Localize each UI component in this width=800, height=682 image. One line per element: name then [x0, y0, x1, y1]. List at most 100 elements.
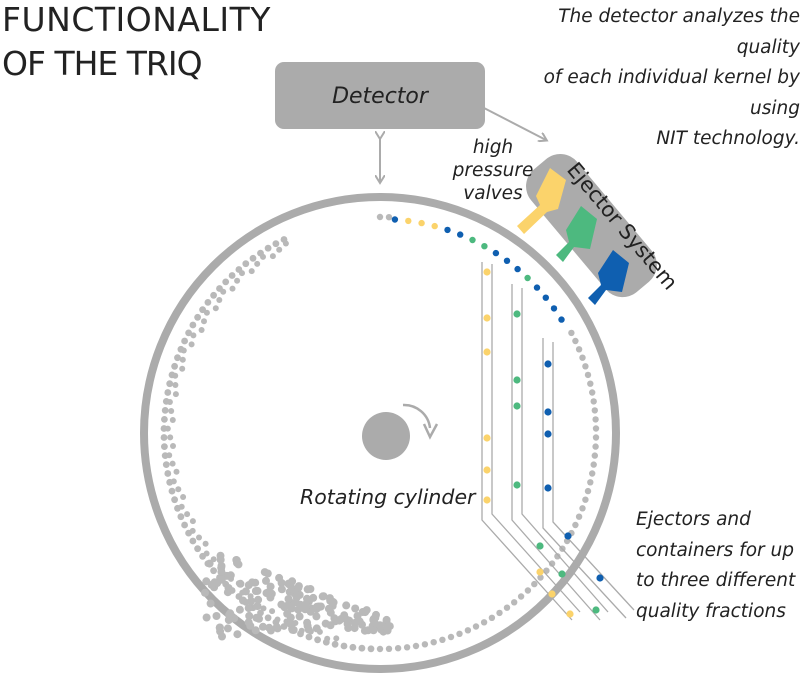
kernel-dot [167, 434, 174, 441]
kernel-dot [480, 619, 488, 626]
kernel-dot [321, 619, 330, 628]
kernel-dot [294, 583, 303, 592]
kernel-dot [369, 626, 378, 635]
kernel-dot [376, 213, 384, 221]
kernel-dot [264, 244, 272, 252]
kernel-dot [203, 309, 210, 316]
kernel-dot [252, 613, 261, 622]
kernel-dot [222, 278, 230, 286]
kernel-dot [513, 376, 521, 384]
kernel-dot [202, 613, 211, 622]
kernel-dot [254, 595, 263, 604]
kernel-dot [575, 513, 583, 520]
cylinder-outer-wall [140, 193, 620, 673]
kernel-dot [572, 521, 579, 529]
kernel-dot [298, 627, 305, 634]
kernel-dot [496, 609, 503, 617]
kernel-dot [483, 314, 491, 322]
kernel-dot [544, 360, 552, 368]
kernel-ring [160, 213, 600, 653]
kernel-dot [179, 365, 186, 372]
ejector-channels [481, 262, 635, 621]
kernel-dot [385, 214, 393, 221]
cylinder-axle [362, 412, 410, 460]
kernel-dot [251, 626, 260, 635]
kernel-dot [464, 627, 472, 634]
kernel-dot [367, 645, 375, 653]
kernel-dot [383, 626, 392, 635]
detector-note-line: of each individual kernel by using [543, 67, 800, 119]
kernel-dot [166, 452, 173, 459]
kernel-dot [376, 645, 384, 653]
kernel-dot [544, 408, 552, 416]
kernel-dot [312, 624, 321, 633]
kernel-dot [331, 640, 339, 648]
kernel-dot [305, 633, 313, 641]
kernel-dot [232, 556, 241, 565]
kernel-dot [582, 496, 589, 503]
kernel-dot [385, 645, 393, 652]
kernel-dot [483, 268, 491, 276]
kernel-dot [217, 562, 226, 570]
kernel-dot [596, 574, 604, 582]
kernel-dot [351, 604, 360, 613]
kernel-dot [340, 611, 349, 620]
cylinder-label: Rotating cylinder [300, 485, 476, 509]
kernel-dot [189, 518, 196, 525]
kernel-dot [194, 313, 202, 321]
kernel-dot [185, 329, 193, 337]
kernel-dot [324, 635, 331, 642]
kernel-dot [289, 626, 298, 634]
kernel-dot [228, 272, 236, 279]
kernel-dot [303, 585, 312, 594]
kernel-dot [584, 487, 592, 495]
kernel-dot [550, 305, 558, 312]
kernel-dot [587, 479, 594, 486]
kernel-dot [210, 567, 218, 575]
kernel-dot [472, 623, 480, 630]
diagram-title-line-1: FUNCTIONALITY [2, 0, 271, 39]
kernel-dot [244, 604, 253, 613]
kernel-dot [177, 513, 185, 521]
kernel-dot [173, 468, 180, 475]
kernel-dot [513, 310, 521, 318]
kernel-dot [277, 600, 286, 609]
kernel-dot [179, 356, 186, 363]
kernel-dot [589, 389, 596, 396]
kernel-dot [218, 632, 226, 641]
kernel-dot [287, 604, 296, 613]
kernel-dot [206, 599, 215, 608]
kernel-dot [226, 571, 235, 580]
kernel-dot [180, 347, 187, 354]
kernel-dot [172, 382, 179, 388]
kernel-dot [217, 575, 226, 584]
kernel-dot [166, 380, 174, 388]
kernel-dot [284, 595, 293, 603]
kernel-dot [210, 291, 218, 299]
kernel-dot [248, 268, 255, 275]
kernel-dot [212, 305, 219, 312]
kernel-dot [178, 503, 185, 510]
kernel-dot [344, 624, 353, 632]
kernel-dot [189, 527, 196, 534]
kernel-dot [233, 630, 242, 639]
kernel-dot [421, 641, 429, 648]
kernel-pile [201, 551, 394, 641]
kernel-dot [277, 585, 286, 594]
kernel-dot [242, 260, 250, 268]
kernel-dot [318, 592, 327, 601]
kernel-dot [531, 580, 538, 588]
kernel-dot [592, 606, 600, 614]
kernel-dot [564, 532, 572, 540]
kernel-dot [244, 618, 253, 627]
rotation-arrowhead-icon [422, 423, 439, 440]
kernel-dot [544, 430, 552, 438]
kernel-dot [272, 623, 281, 632]
ejectors-note-line: Ejectors and [636, 509, 751, 530]
kernel-dot [533, 284, 541, 291]
kernel-dot [342, 601, 351, 610]
kernel-dot [503, 257, 511, 264]
kernel-dot [180, 494, 187, 500]
kernel-dot [439, 636, 446, 643]
kernel-dot [215, 623, 224, 632]
